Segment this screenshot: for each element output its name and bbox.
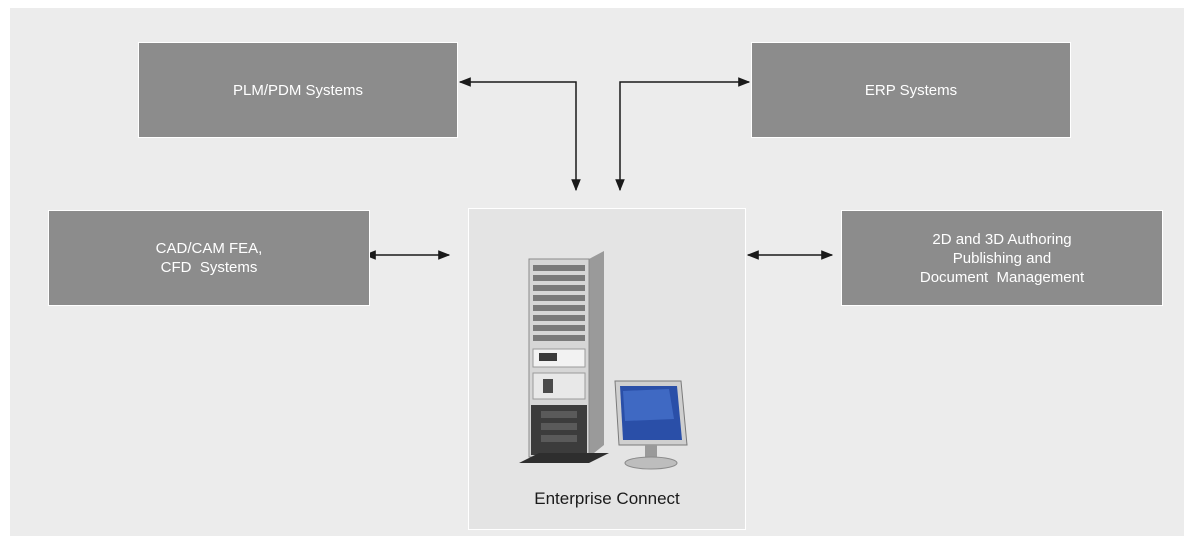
node-plm-label: PLM/PDM Systems xyxy=(233,81,363,100)
node-cad-cam-systems: CAD/CAM FEA, CFD Systems xyxy=(48,210,370,306)
node-cad-label: CAD/CAM FEA, CFD Systems xyxy=(156,239,263,277)
node-cad-line-2: CFD Systems xyxy=(160,259,258,276)
connector-layer xyxy=(363,77,834,260)
node-enterprise-connect: Enterprise Connect xyxy=(468,208,746,530)
node-erp-label: ERP Systems xyxy=(865,81,957,100)
node-cad-line-1: CAD/CAM FEA, xyxy=(155,240,263,257)
node-plm-line: PLM/PDM Systems xyxy=(232,81,364,99)
node-plm-pdm-systems: PLM/PDM Systems xyxy=(138,42,458,138)
node-authoring-line-2: Publishing and xyxy=(952,249,1052,267)
server-workstation-icon xyxy=(519,251,688,470)
node-erp-systems: ERP Systems xyxy=(751,42,1071,138)
node-authoring-line-1: 2D and 3D Authoring xyxy=(932,230,1072,248)
diagram-canvas: PLM/PDM Systems ERP Systems CAD/CAM FEA,… xyxy=(10,8,1184,536)
node-authoring-label: 2D and 3D Authoring Publishing and Docum… xyxy=(920,230,1084,287)
connector-plm-center xyxy=(458,77,581,192)
node-erp-line: ERP Systems xyxy=(864,81,958,99)
node-authoring-systems: 2D and 3D Authoring Publishing and Docum… xyxy=(841,210,1163,306)
node-authoring-line-3: Document Management xyxy=(919,268,1085,286)
connector-erp-center xyxy=(615,77,751,192)
node-enterprise-connect-label: Enterprise Connect xyxy=(534,489,680,508)
